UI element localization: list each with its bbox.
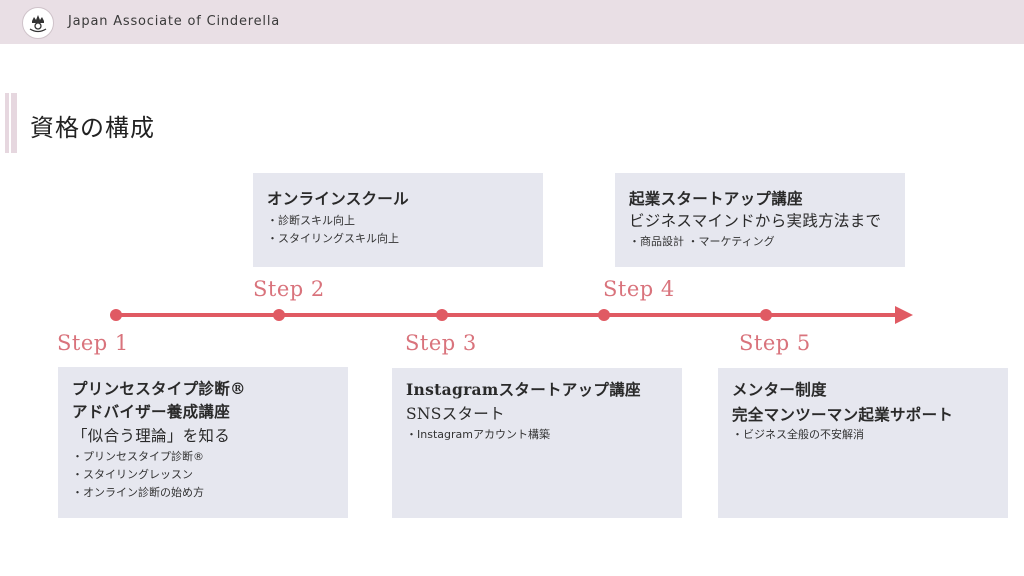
step-1-bullet-2: ・スタイリングレッスン: [72, 468, 193, 481]
step-2-bullet-2: ・スタイリングスキル向上: [267, 232, 399, 245]
step-1-label: Step 1: [57, 331, 129, 355]
step-4-sub: ビジネスマインドから実践方法まで: [629, 212, 882, 230]
timeline-arrowhead: [895, 306, 913, 324]
brand-name: Japan Associate of Cinderella: [68, 14, 281, 29]
step-1-card: プリンセスタイプ診断® アドバイザー養成講座 「似合う理論」を知る ・プリンセス…: [58, 367, 348, 518]
step-2-bullet-1: ・診断スキル向上: [267, 214, 355, 227]
step-2-label: Step 2: [253, 277, 325, 301]
step-2-heading: オンラインスクール: [267, 189, 409, 208]
timeline-node-step-1: [110, 309, 122, 321]
header-bar: Japan Associate of Cinderella: [0, 0, 1024, 44]
title-accent-bar-2: [11, 93, 17, 153]
timeline-node-step-3: [436, 309, 448, 321]
brand-logo-icon: [22, 7, 54, 39]
step-5-label: Step 5: [739, 331, 811, 355]
step-5-heading: メンター制度: [732, 380, 827, 399]
step-1-heading-1: プリンセスタイプ診断®: [72, 379, 246, 398]
step-3-bullet-1: ・Instagramアカウント構築: [406, 428, 550, 441]
step-4-bullet-1: ・商品設計 ・マーケティング: [629, 235, 775, 248]
timeline-node-step-4: [598, 309, 610, 321]
step-5-bullet-1: ・ビジネス全般の不安解消: [732, 428, 864, 441]
step-3-label: Step 3: [405, 331, 477, 355]
timeline-node-step-2: [273, 309, 285, 321]
step-1-sub: 「似合う理論」を知る: [72, 427, 231, 445]
step-4-heading: 起業スタートアップ講座: [629, 189, 803, 208]
step-1-heading-2: アドバイザー養成講座: [72, 402, 231, 421]
step-2-card: オンラインスクール ・診断スキル向上 ・スタイリングスキル向上: [253, 173, 543, 267]
title-accent-bar: [5, 93, 9, 153]
step-4-label: Step 4: [603, 277, 675, 301]
step-3-sub: SNSスタート: [406, 405, 505, 423]
step-4-card: 起業スタートアップ講座 ビジネスマインドから実践方法まで ・商品設計 ・マーケテ…: [615, 173, 905, 267]
page-title: 資格の構成: [30, 114, 155, 142]
step-1-bullet-3: ・オンライン診断の始め方: [72, 486, 204, 499]
step-3-heading: Instagramスタートアップ講座: [406, 380, 641, 399]
step-3-card: Instagramスタートアップ講座 SNSスタート ・Instagramアカウ…: [392, 368, 682, 518]
timeline-node-step-5: [760, 309, 772, 321]
step-5-sub: 完全マンツーマン起業サポート: [732, 405, 954, 424]
step-5-card: メンター制度 完全マンツーマン起業サポート ・ビジネス全般の不安解消: [718, 368, 1008, 518]
step-1-bullet-1: ・プリンセスタイプ診断®: [72, 450, 204, 463]
